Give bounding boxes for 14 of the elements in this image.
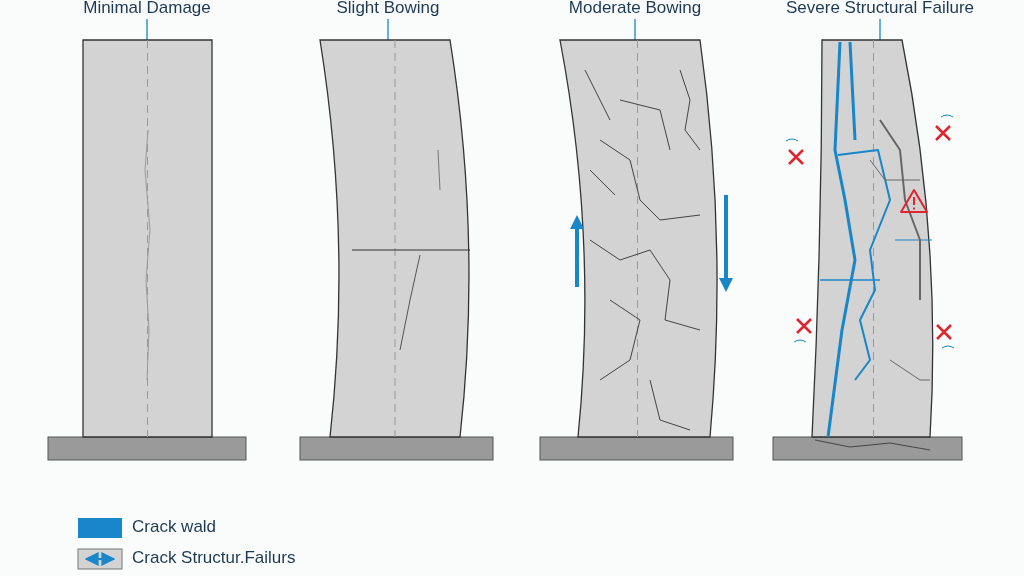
column-drawing xyxy=(48,40,246,460)
leader-line xyxy=(146,18,148,41)
leader-line xyxy=(879,18,881,41)
legend-label: Crack Structur.Failurs xyxy=(132,548,296,568)
column-drawing xyxy=(540,40,733,460)
legend-label: Crack wald xyxy=(132,517,217,537)
column-heading: Severe Structural Failure xyxy=(786,0,974,19)
column-drawing xyxy=(300,40,493,460)
column-drawing xyxy=(773,40,962,460)
column-heading: Moderate Bowing xyxy=(568,0,702,19)
column-heading: Minimal Damage xyxy=(83,0,211,19)
column-heading: Slight Bowing xyxy=(336,0,440,19)
leader-line xyxy=(634,18,636,41)
leader-line xyxy=(387,18,389,41)
